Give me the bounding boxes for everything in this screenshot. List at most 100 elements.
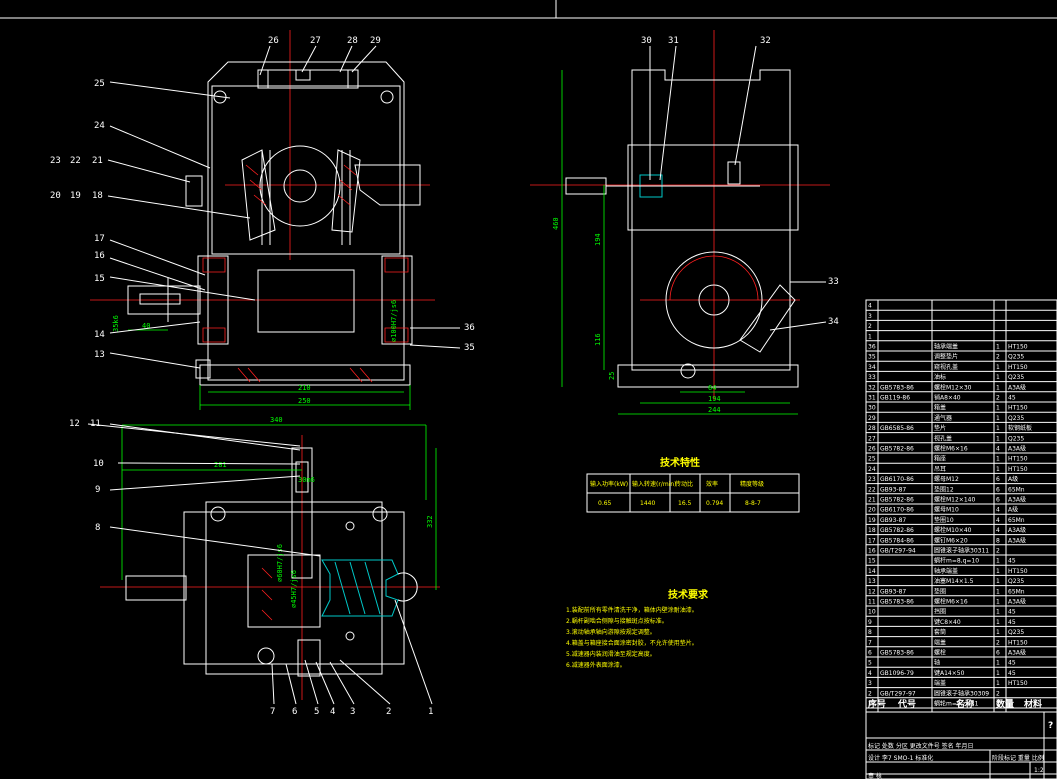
- bom-header-code: 代号: [897, 698, 916, 710]
- bom-cell-no: 1: [868, 333, 872, 340]
- dim-210: 210: [298, 384, 311, 392]
- bom-cell-mat: 45: [1008, 395, 1016, 402]
- bom-cell-mat: 65Mn: [1008, 486, 1025, 493]
- bom-cell-mat: A3A级: [1008, 526, 1026, 534]
- label-35: 35: [464, 343, 475, 353]
- title-row4: 审 核: [868, 772, 882, 779]
- top-bolt-hole: [372, 506, 388, 522]
- bom-cell-no: 18: [868, 527, 876, 534]
- bom-cell-name: 窥视孔盖: [934, 363, 958, 371]
- bom-cell-code: GB6170-86: [880, 476, 914, 483]
- bom-cell-no: 24: [868, 466, 876, 473]
- side-bearing-outer: [665, 251, 763, 349]
- bom-cell-no: 14: [868, 568, 876, 575]
- bom-cell-name: 垫圈: [934, 587, 946, 595]
- housing-upper: [211, 85, 401, 255]
- worm-wheel-outer: [259, 145, 341, 227]
- tech-req-line: 6.减速器外表面涂漆。: [566, 661, 626, 669]
- spec-val-3: 0.794: [706, 500, 723, 507]
- bom-cell-no: 9: [868, 619, 872, 626]
- bom-cell-qty: 4: [996, 527, 1000, 534]
- side-bearing-bore: [698, 284, 730, 316]
- worm-shaft: [257, 269, 355, 333]
- side-bearing-hatch: [669, 255, 759, 301]
- bom-cell-qty: 1: [996, 344, 1000, 351]
- side-housing: [631, 69, 791, 371]
- bom-cell-qty: 6: [996, 650, 1000, 657]
- bom-cell-mat: A级: [1008, 506, 1018, 514]
- bom-cell-mat: HT150: [1008, 639, 1028, 646]
- bom-cell-code: GB/T297-97: [880, 690, 916, 697]
- bom-cell-code: GB1096-79: [880, 670, 914, 677]
- tech-req-line: 5.减速器内装润滑油至规定高度。: [566, 650, 656, 658]
- bom-cell-qty: 1: [996, 405, 1000, 412]
- bom-cell-no: 31: [868, 395, 876, 402]
- bom-cell-no: 2: [868, 690, 872, 697]
- worm-gear-cyan: [321, 559, 399, 617]
- title-row3: 阶段标记 重量 比例: [992, 754, 1044, 762]
- bom-cell-name: 螺母M12: [934, 475, 959, 483]
- bom-cell-no: 26: [868, 446, 876, 453]
- tech-req-line: 2.蜗杆副啮合侧隙与接触斑点按标准。: [566, 617, 668, 625]
- bom-cell-no: 36: [868, 344, 876, 351]
- bom-cell-qty: 1: [996, 701, 1000, 708]
- wheel-section-right: [331, 149, 361, 233]
- side-bolt: [727, 161, 741, 185]
- bom-cell-name: 销A8×40: [934, 394, 961, 402]
- label-14: 14: [94, 330, 105, 340]
- bom-cell-qty: 1: [996, 364, 1000, 371]
- housing-outline: [207, 61, 405, 381]
- label-5: 5: [314, 707, 319, 717]
- dim-30m6: 30m6: [298, 476, 315, 484]
- bom-cell-no: 25: [868, 456, 876, 463]
- tech-req-line: 4.箱盖与箱座接合面涂密封胶，不允许使用垫片。: [566, 639, 698, 647]
- wheel-hatch: [245, 164, 357, 206]
- label-23: 23: [50, 156, 61, 166]
- bom-cell-name: 视孔盖: [934, 434, 952, 442]
- bom-cell-qty: 2: [996, 690, 1000, 697]
- top-pin: [345, 521, 355, 531]
- oil-gauge: [739, 284, 796, 353]
- label-11: 11: [90, 419, 101, 429]
- bom-cell-no: 22: [868, 486, 876, 493]
- bom-cell-name: 螺栓M12×30: [934, 383, 972, 391]
- bom-cell-no: 23: [868, 476, 876, 483]
- dim-194: 194: [594, 233, 602, 246]
- label-28: 28: [347, 36, 358, 46]
- bom-cell-name: 油塞M14×1.5: [934, 577, 974, 585]
- title-scale: 1:2: [1034, 767, 1044, 774]
- bom-cell-qty: 1: [996, 599, 1000, 606]
- tech-requirements: 技术要求 1.装配前所有零件清洗干净，箱体内壁涂耐油漆。 2.蜗杆副啮合侧隙与接…: [566, 588, 709, 669]
- dim-116: 116: [594, 333, 602, 346]
- dim-460: 460: [552, 217, 560, 230]
- bom-cell-mat: 45: [1008, 670, 1016, 677]
- label-30: 30: [641, 36, 652, 46]
- bom-cell-no: 15: [868, 558, 876, 565]
- bom-cell-qty: 1: [996, 466, 1000, 473]
- bom-cell-qty: 1: [996, 660, 1000, 667]
- bom-cell-no: 10: [868, 609, 876, 616]
- bom-cell-no: 29: [868, 415, 876, 422]
- bom-cell-mat: Q235: [1008, 435, 1024, 442]
- bom-cell-mat: A3A级: [1008, 598, 1026, 606]
- oil-plug: [195, 359, 211, 379]
- bom-cell-name: 圆锥滚子轴承30309: [934, 689, 989, 697]
- tech-spec-title: 技术特性: [660, 456, 700, 469]
- bom-cell-name: 端盖: [934, 679, 946, 687]
- label-7: 7: [270, 707, 275, 717]
- bom-cell-name: 螺母M10: [934, 506, 959, 514]
- bom-cell-no: 35: [868, 354, 876, 361]
- bom-cell-name: 通气器: [934, 414, 952, 422]
- label-36: 36: [464, 323, 475, 333]
- label-25: 25: [94, 79, 105, 89]
- top-input-shaft: [125, 575, 187, 601]
- keyway: [139, 293, 181, 305]
- bom-cell-no: 21: [868, 497, 876, 504]
- bom-cell-no: 28: [868, 425, 876, 432]
- bom-cell-no: 30: [868, 405, 876, 412]
- label-9: 9: [95, 485, 100, 495]
- base-hatch: [237, 367, 373, 383]
- title-block: 序号 代号 名称 数量 材料 标记 处数 分区 更改文件号 签名 年月日 设计 …: [866, 698, 1057, 779]
- bom-cell-qty: 1: [996, 609, 1000, 616]
